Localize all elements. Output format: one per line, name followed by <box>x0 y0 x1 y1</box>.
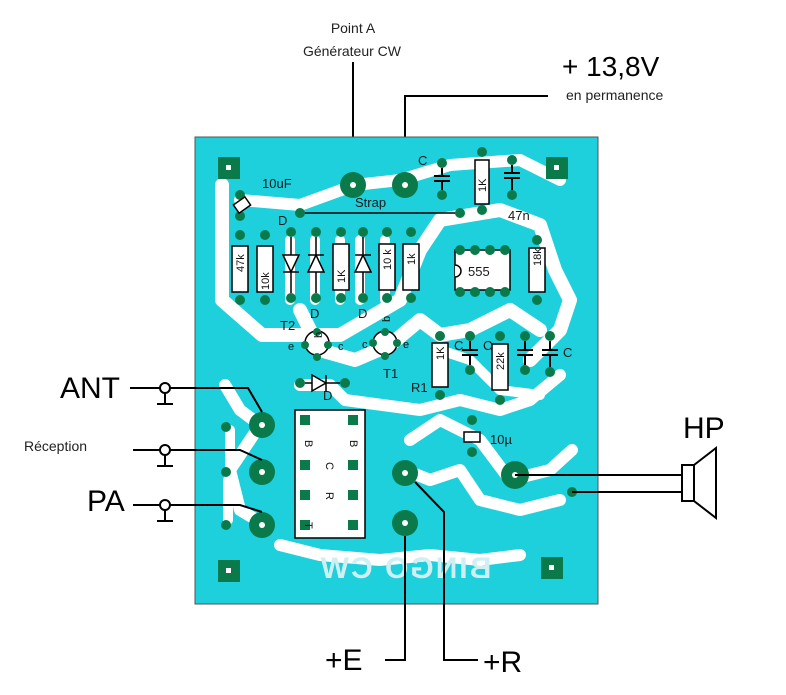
resistor-22k <box>491 331 509 405</box>
plus-e-wire <box>385 536 406 661</box>
resistor-18k <box>528 235 546 305</box>
supply-note-label: en permanence <box>566 87 664 103</box>
diode-d-low-mid-label: D <box>358 306 367 321</box>
resistor-1k-a <box>332 227 350 303</box>
resistor-10k-b-label: 10 k <box>382 249 394 270</box>
ant-label: ANT <box>60 372 120 405</box>
cap-c-top-label: C <box>418 153 427 168</box>
t1-b-label: b <box>381 316 393 322</box>
speaker-icon <box>681 445 717 521</box>
ic-555-label: 555 <box>468 264 490 279</box>
t1-c-label: c <box>362 339 368 351</box>
resistor-47k <box>231 230 249 305</box>
resistor-10k-a <box>256 230 274 305</box>
cap-c-right-label: C <box>563 345 572 360</box>
resistor-1k-mid <box>431 331 449 400</box>
relay-r-label: R <box>323 492 335 500</box>
pa-connector <box>133 499 263 522</box>
transistor-t2-label: T2 <box>280 318 295 333</box>
pa-label: PA <box>87 485 125 518</box>
resistor-1k-top <box>474 147 490 215</box>
cap-10u <box>463 415 481 457</box>
cap-47n-label: 47n <box>508 208 530 223</box>
resistor-18k-label: 18k <box>532 248 544 266</box>
resistor-22k-label: 22k <box>495 352 507 370</box>
diode-d-mid-label: D <box>310 306 319 321</box>
diode-3 <box>353 227 373 303</box>
diode-d-low-label: D <box>323 388 332 403</box>
relay-t-label: T <box>302 522 314 529</box>
hp-wire <box>515 474 682 493</box>
transistor-t2 <box>301 328 332 361</box>
reception-connector <box>133 444 263 467</box>
resistor-47k-label: 47k <box>235 254 247 272</box>
resistor-1k-b-label: 1k <box>406 253 418 265</box>
cap-47n <box>504 155 520 200</box>
resistor-1k-b <box>402 227 420 303</box>
resistor-1k-mid-label: 1K <box>435 346 447 360</box>
relay <box>294 409 366 539</box>
cap-c-top <box>434 158 450 200</box>
ant-connector <box>130 382 263 413</box>
relay-b2-label: B <box>347 440 359 447</box>
resistor-r1-label: R1 <box>411 380 428 395</box>
hp-label: HP <box>683 412 725 445</box>
plus-e-label: +E <box>325 644 363 677</box>
resistor-10k-b <box>378 227 396 303</box>
cap-c-mid1 <box>462 331 478 375</box>
ic-555 <box>454 245 511 297</box>
plus-r-label: +R <box>483 646 522 679</box>
relay-b1-label: B <box>302 440 314 447</box>
supply-voltage-label: + 13,8V <box>562 51 660 82</box>
diode-low <box>295 373 350 393</box>
resistor-10k-a-label: 10k <box>260 272 272 290</box>
resistor-1k-a-label: 1K <box>336 269 348 283</box>
relay-c-label: C <box>323 462 335 470</box>
cap-c-mid2 <box>517 331 533 375</box>
cap-10uf <box>232 190 252 221</box>
cap-10u-label: 10µ <box>490 432 512 447</box>
t2-e-label: e <box>288 341 294 353</box>
point-a-label: Point A <box>331 20 376 36</box>
t1-e-label: e <box>403 339 409 351</box>
diode-2 <box>306 227 326 303</box>
cap-10uf-label: 10uF <box>262 176 292 191</box>
reception-label: Réception <box>24 438 87 454</box>
diode-1 <box>281 227 301 303</box>
cap-c-right <box>542 331 558 377</box>
transistor-t1 <box>369 328 401 360</box>
generator-label: Générateur CW <box>303 43 402 59</box>
cap-c-mid2-label: C <box>483 338 492 353</box>
transistor-t1-label: T1 <box>383 366 398 381</box>
cap-c-mid1-label: C <box>454 338 463 353</box>
plus-r-wire <box>414 481 478 661</box>
diode-d-left-label: D <box>278 213 287 228</box>
t2-b-label: b <box>313 332 325 338</box>
t2-c-label: c <box>338 341 344 353</box>
strap-label: Strap <box>355 195 386 210</box>
resistor-1k-top-label: 1K <box>477 178 489 192</box>
